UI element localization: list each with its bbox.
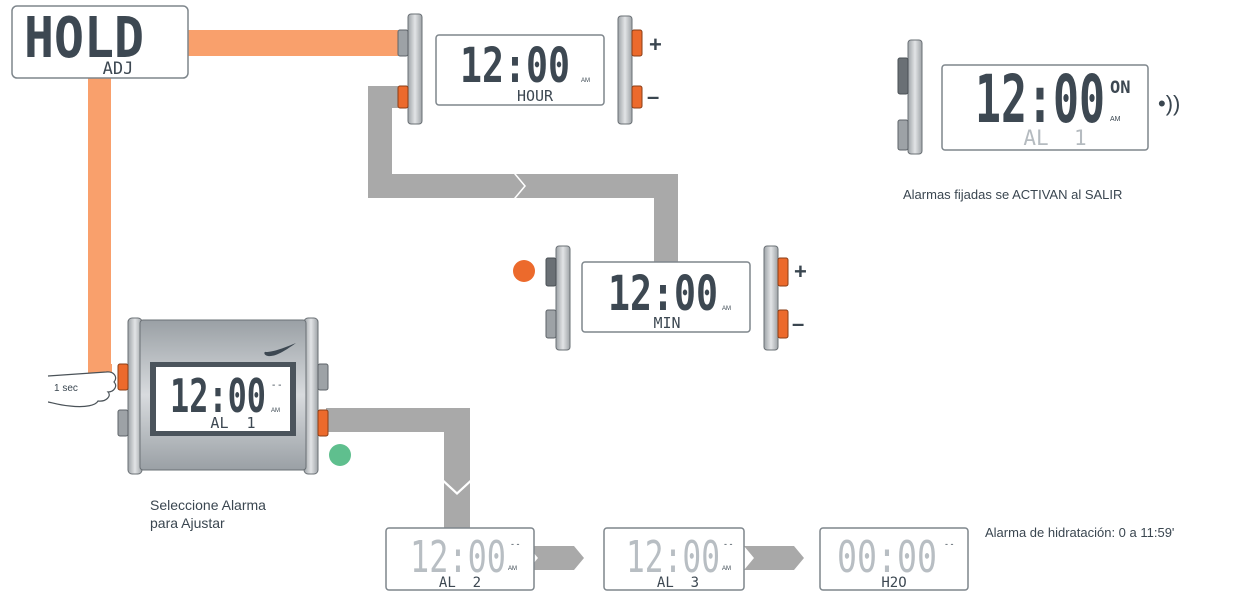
select-caption-line2: para Ajustar <box>150 515 225 531</box>
right-bezel <box>617 15 643 125</box>
green-step-dot <box>329 444 351 466</box>
hydration-note: Alarma de hidratación: 0 a 11:59' <box>985 525 1174 540</box>
hour-lcd <box>435 34 605 106</box>
left-bezel <box>397 13 423 125</box>
gray-flow-path-upper <box>368 86 678 264</box>
alarm-on-ampm: AM <box>1110 116 1121 123</box>
al2-screen: 12:00 - - AM AL 2 <box>385 527 535 591</box>
pressing-finger-icon <box>47 371 117 408</box>
adj-label: ADJ <box>103 59 134 79</box>
alarm-on-group: 12:00 ON AM AL 1 •)) Alarmas fijadas se … <box>897 39 1180 202</box>
min-ampm: AM <box>722 306 731 312</box>
hold-label: HOLD <box>24 6 144 71</box>
al2-dashes: - - <box>511 539 520 549</box>
orange-flow-path <box>88 30 398 376</box>
watch-ampm: AM <box>271 408 280 414</box>
al3-time: 12:00 <box>626 532 720 583</box>
al3-ampm: AM <box>722 566 731 572</box>
minute-adjust-group: 12:00 AM MIN + – <box>513 245 807 351</box>
alarm-on-label: AL 1 <box>1023 126 1086 150</box>
minus-sign: – <box>792 311 804 336</box>
al2-label: AL 2 <box>439 575 481 591</box>
al3-dashes: - - <box>724 539 733 549</box>
watch-top-left-button[interactable] <box>117 363 129 391</box>
minus-sign: – <box>647 84 659 109</box>
watch-time: 12:00 <box>170 369 266 423</box>
alarms-active-note: Alarmas fijadas se ACTIVAN al SALIR <box>903 187 1122 202</box>
hour-adjust-group: 12:00 AM HOUR + – <box>397 13 662 125</box>
hour-ampm: AM <box>581 78 590 84</box>
plus-sign: + <box>649 32 662 57</box>
watch-alarm-label: AL 1 <box>210 414 255 432</box>
hour-mode-label: HOUR <box>517 87 554 105</box>
al2-time: 12:00 <box>410 532 506 583</box>
left-bezel <box>545 245 571 351</box>
al3-label: AL 3 <box>657 575 699 591</box>
hold-adj-display: HOLD ADJ <box>11 5 189 79</box>
orange-step-dot <box>513 260 535 282</box>
alarm-on-time: 12:00 <box>975 61 1105 138</box>
min-mode-label: MIN <box>653 314 680 332</box>
watch-dashes: - - <box>272 380 281 391</box>
h2o-label: H2O <box>881 575 906 591</box>
al2-ampm: AM <box>508 566 517 572</box>
bell-icon: •)) <box>1158 91 1180 116</box>
min-lcd <box>581 261 751 333</box>
h2o-dashes: - - <box>945 539 954 549</box>
min-time: 12:00 <box>608 266 718 322</box>
hour-time: 12:00 <box>460 38 570 94</box>
watch-group: 12:00 - - AM AL 1 1 sec Seleccione Alarm… <box>47 317 351 531</box>
watch-lcd <box>156 367 290 431</box>
watch-top-right-button[interactable] <box>317 363 329 391</box>
right-bezel <box>763 245 789 351</box>
h2o-time: 00:00 <box>837 532 937 583</box>
al3-screen: 12:00 - - AM AL 3 <box>603 527 745 591</box>
press-duration-label: 1 sec <box>54 383 78 394</box>
left-bezel <box>897 39 923 155</box>
alarm-on-status: ON <box>1110 78 1130 98</box>
swoosh-logo <box>264 343 296 357</box>
h2o-screen: 00:00 - - H2O <box>819 527 969 591</box>
plus-sign: + <box>794 259 807 284</box>
watch-bottom-right-button[interactable] <box>317 409 329 437</box>
gray-flow-path-lower <box>326 408 804 570</box>
select-caption-line1: Seleccione Alarma <box>150 497 266 513</box>
watch-bottom-left-button[interactable] <box>117 409 129 437</box>
alarm-on-lcd <box>941 64 1149 151</box>
